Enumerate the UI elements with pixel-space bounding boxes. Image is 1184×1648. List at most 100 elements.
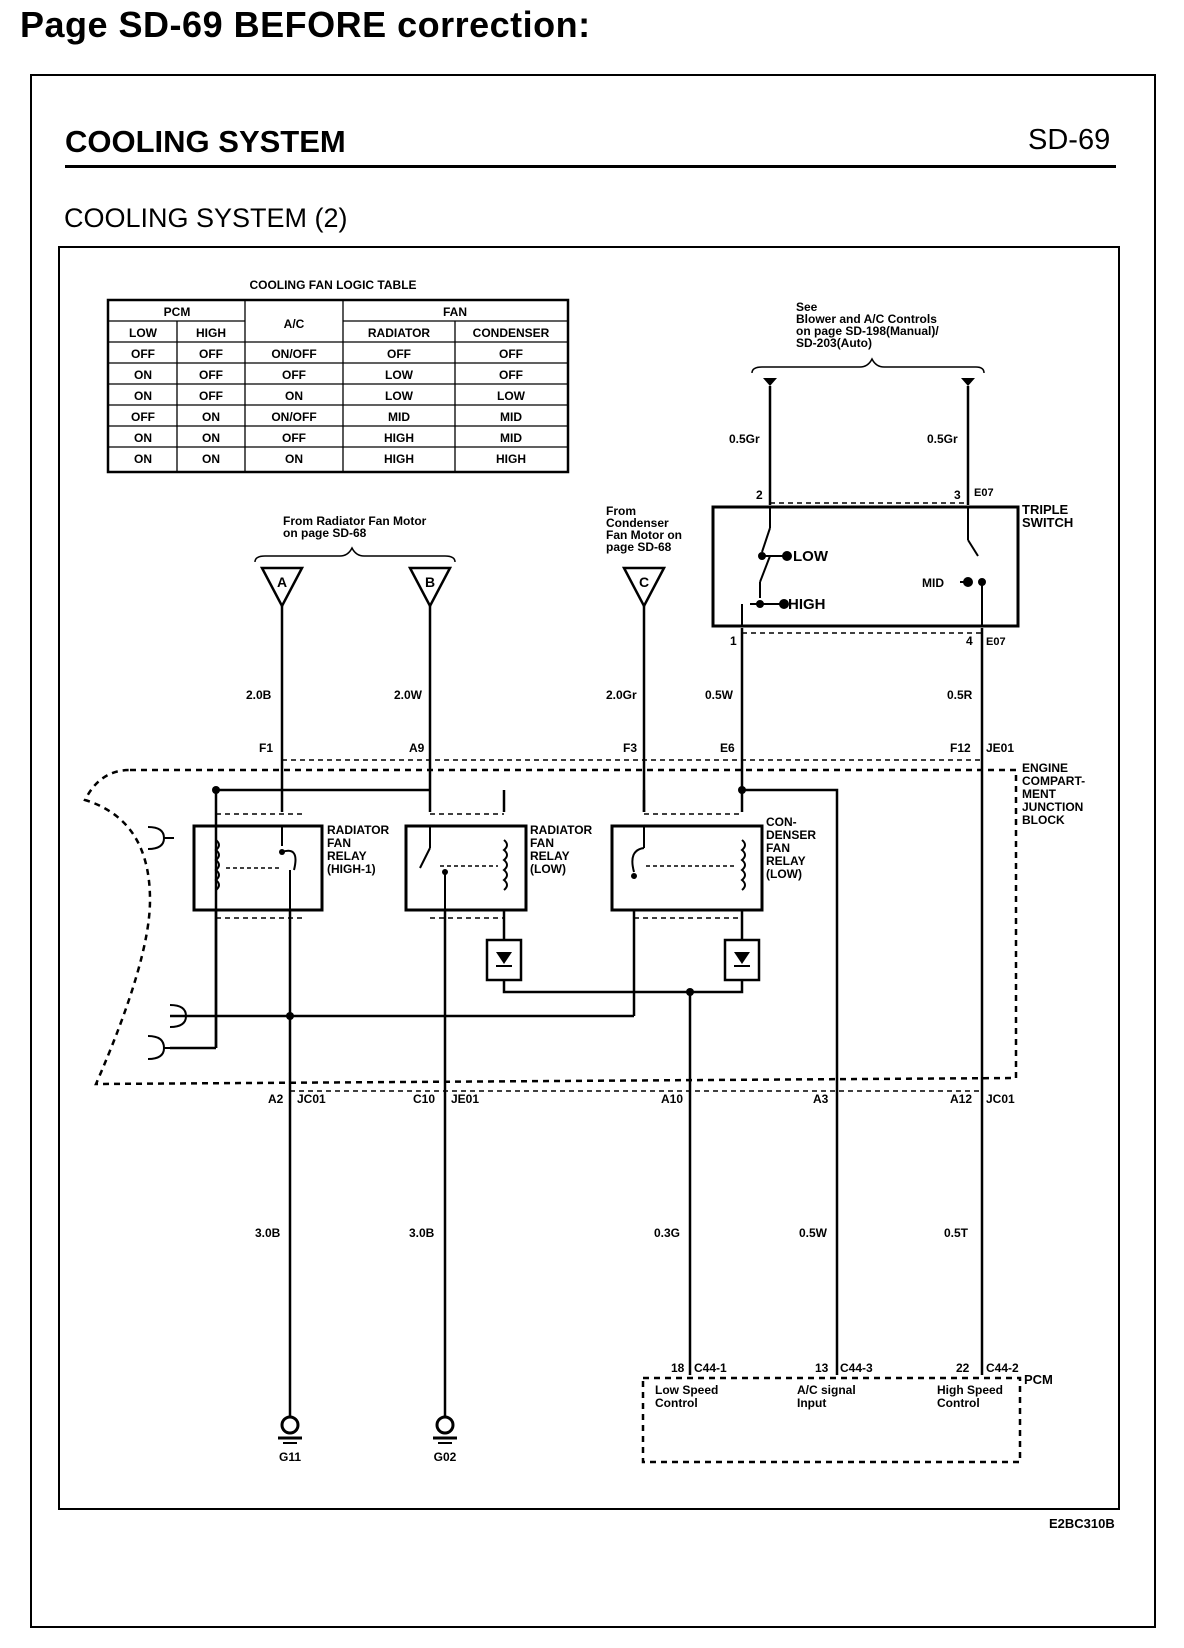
svg-text:A9: A9 <box>409 741 425 755</box>
svg-text:C10: C10 <box>413 1092 435 1106</box>
svg-text:JC01: JC01 <box>297 1092 326 1106</box>
svg-text:1: 1 <box>730 634 737 648</box>
page-frame <box>30 74 1156 1628</box>
diagram-border <box>58 246 1120 1510</box>
engine-compartment-junction-block: ENGINE COMPART- MENT JUNCTION BLOCK F1 A… <box>83 741 1088 1106</box>
svg-text:PCM: PCM <box>1024 1372 1053 1387</box>
svg-text:ENGINE COMPART- ME: ENGINE COMPART- MENT JUNCTION BLOCK <box>1022 761 1088 827</box>
table-cell: OFF <box>387 347 411 361</box>
table-cell: OFF <box>131 347 155 361</box>
svg-text:0.5W: 0.5W <box>799 1226 828 1240</box>
table-cell: OFF <box>282 368 306 382</box>
svg-text:0.5Gr: 0.5Gr <box>927 432 958 446</box>
svg-text:A10: A10 <box>661 1092 683 1106</box>
table-cell: ON <box>134 368 152 382</box>
table-cell: OFF <box>499 347 523 361</box>
connector-b-label: B <box>425 574 435 590</box>
svg-text:0.5R: 0.5R <box>947 688 973 702</box>
svg-text:JC01: JC01 <box>986 1092 1015 1106</box>
svg-text:3: 3 <box>954 488 961 502</box>
table-cell: LOW <box>385 389 414 403</box>
connector-a-label: A <box>277 574 287 590</box>
note-from-condenser: From Condenser Fan Motor on page SD-68 <box>606 504 685 554</box>
svg-text:RADIATOR FAN RELAY: RADIATOR FAN RELAY (HIGH-1) <box>327 823 393 876</box>
svg-text:E6: E6 <box>720 741 735 755</box>
radiator-fan-relay-low: RADIATOR FAN RELAY (LOW) <box>404 823 596 912</box>
svg-text:LOW: LOW <box>793 548 829 565</box>
svg-text:0.5T: 0.5T <box>944 1226 969 1240</box>
connector-c <box>621 566 667 609</box>
svg-text:F3: F3 <box>623 741 637 755</box>
table-cell: OFF <box>199 368 223 382</box>
svg-text:E07: E07 <box>986 636 1006 648</box>
junction-dots <box>212 786 746 1020</box>
table-cell: HIGH <box>384 431 414 445</box>
svg-text:G11: G11 <box>279 1450 301 1464</box>
note-from-radiator: From Radiator Fan Motor on page SD-68 <box>283 514 430 540</box>
svg-text:G02: G02 <box>434 1450 457 1464</box>
table-cell: MID <box>500 410 522 424</box>
table-cell: OFF <box>499 368 523 382</box>
table-cell: HIGH <box>384 452 414 466</box>
svg-text:TRIPLE SWITCH: TRIPLE SWITCH <box>1022 502 1073 530</box>
triple-switch: 2 3 E07 1 4 E07 LOW HIGH MID TRIPLE SWIT… <box>711 487 1073 648</box>
note-brace-radiator <box>254 546 456 563</box>
svg-text:A3: A3 <box>813 1092 829 1106</box>
table-header-radiator: RADIATOR <box>368 326 431 340</box>
ground-g11: G11 <box>278 1385 302 1464</box>
table-header-high: HIGH <box>196 326 226 340</box>
svg-text:0.5W: 0.5W <box>705 688 734 702</box>
table-cell: ON <box>202 410 220 424</box>
table-title: COOLING FAN LOGIC TABLE <box>249 278 416 292</box>
section-title: COOLING SYSTEM <box>65 124 346 159</box>
svg-text:2.0B: 2.0B <box>246 688 272 702</box>
svg-text:C44-2: C44-2 <box>986 1361 1019 1375</box>
svg-text:0.5Gr: 0.5Gr <box>729 432 760 446</box>
table-cell: ON <box>202 431 220 445</box>
note-brace-blower <box>751 357 985 374</box>
diagram-code: E2BC310B <box>1049 1516 1115 1531</box>
condenser-fan-relay: CON- DENSER FAN RELAY (LOW) <box>610 815 819 912</box>
table-cell: MID <box>388 410 410 424</box>
svg-text:2.0Gr: 2.0Gr <box>606 688 637 702</box>
svg-text:HIGH: HIGH <box>788 596 826 613</box>
blower-terminals <box>763 378 975 386</box>
table-cell: LOW <box>385 368 414 382</box>
svg-text:MID: MID <box>922 576 944 590</box>
svg-text:A2: A2 <box>268 1092 284 1106</box>
table-cell: ON <box>134 452 152 466</box>
svg-text:13: 13 <box>815 1361 829 1375</box>
svg-text:18: 18 <box>671 1361 685 1375</box>
svg-text:3.0B: 3.0B <box>255 1226 281 1240</box>
wire-gauge-labels: 0.5Gr 0.5Gr 2.0B 2.0W 2.0Gr 0.5W 0.5R 3.… <box>246 432 973 1240</box>
svg-text:0.3G: 0.3G <box>654 1226 680 1240</box>
svg-text:JE01: JE01 <box>451 1092 479 1106</box>
table-cell: HIGH <box>496 452 526 466</box>
svg-text:2: 2 <box>756 488 763 502</box>
radiator-fan-relay-high: RADIATOR FAN RELAY (HIGH-1) <box>192 823 393 912</box>
svg-text:E07: E07 <box>974 487 994 499</box>
svg-text:4: 4 <box>966 634 973 648</box>
svg-text:22: 22 <box>956 1361 970 1375</box>
table-cell: ON <box>134 389 152 403</box>
connector-a <box>259 566 305 609</box>
wires <box>170 386 984 1385</box>
table-cell: OFF <box>131 410 155 424</box>
svg-text:A12: A12 <box>950 1092 972 1106</box>
table-cell: MID <box>500 431 522 445</box>
table-cell: ON <box>285 389 303 403</box>
table-header-condenser: CONDENSER <box>473 326 550 340</box>
diodes <box>485 938 761 982</box>
table-cell: ON <box>202 452 220 466</box>
svg-text:CON- DENSER FAN: CON- DENSER FAN RELAY (LOW) <box>766 815 819 881</box>
table-cell: ON/OFF <box>271 410 316 424</box>
table-header-fan: FAN <box>443 305 467 319</box>
table-cell: ON <box>134 431 152 445</box>
table-cell: OFF <box>282 431 306 445</box>
svg-text:RADIATOR FAN RELAY: RADIATOR FAN RELAY (LOW) <box>530 823 596 876</box>
svg-text:C44-1: C44-1 <box>694 1361 727 1375</box>
